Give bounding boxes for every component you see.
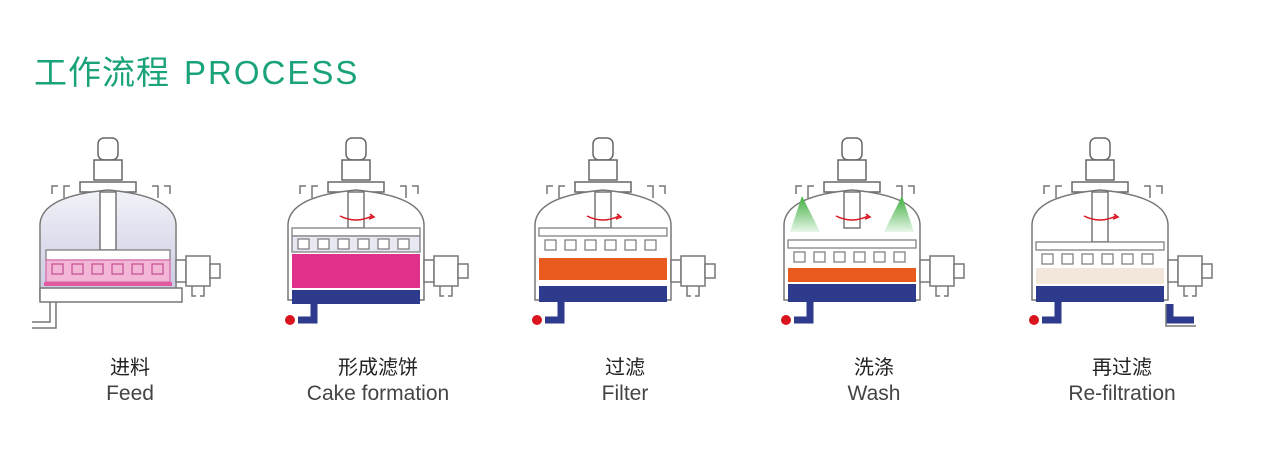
caption-re-filtration: 再过滤 Re-filtration — [1022, 354, 1222, 408]
label-en: Cake formation — [306, 382, 450, 405]
tank-feed-illustration — [32, 137, 221, 329]
title-en: PROCESS — [184, 54, 360, 91]
caption-cake-formation: 形成滤饼 Cake formation — [278, 354, 478, 408]
label-zh: 再过滤 — [1092, 355, 1152, 379]
label-zh: 过滤 — [605, 355, 645, 379]
tank-cake-illustration — [285, 137, 469, 325]
stage-cake-formation: 形成滤饼 Cake formation — [278, 128, 518, 428]
stage-feed: 进料 Feed — [30, 128, 270, 428]
stage-filter: 过滤 Filter — [525, 128, 765, 428]
spray-left — [790, 196, 820, 232]
label-zh: 形成滤饼 — [338, 355, 418, 379]
tank-filter-illustration — [532, 137, 716, 325]
spray-right — [884, 196, 914, 232]
stage-re-filtration: 再过滤 Re-filtration — [1022, 128, 1262, 428]
caption-wash: 洗涤 Wash — [774, 354, 974, 408]
caption-feed: 进料 Feed — [30, 354, 230, 408]
caption-filter: 过滤 Filter — [525, 354, 725, 408]
tank-wash-illustration — [781, 137, 965, 325]
tank-refiltration-illustration — [1029, 137, 1213, 327]
label-en: Re-filtration — [1068, 382, 1176, 405]
title-zh: 工作流程 — [34, 53, 170, 92]
stage-wash: 洗涤 Wash — [774, 128, 1014, 428]
label-en: Filter — [601, 382, 649, 405]
label-en: Feed — [106, 382, 154, 405]
label-zh: 进料 — [110, 355, 150, 379]
page-title: 工作流程 PROCESS — [34, 46, 359, 94]
label-en: Wash — [847, 382, 901, 405]
label-zh: 洗涤 — [854, 355, 894, 379]
